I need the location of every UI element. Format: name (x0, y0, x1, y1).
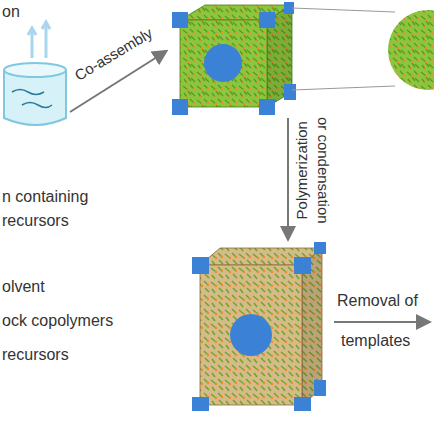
caption-fragment: recursors (2, 212, 69, 230)
legend-fragment: ock copolymers (2, 312, 113, 330)
step-label: or condensation (314, 117, 331, 224)
legend-fragment: recursors (2, 346, 69, 364)
step-label: templates (341, 332, 410, 350)
step-label: Polymerization (294, 121, 311, 219)
caption-fragment: on (2, 3, 20, 21)
step-label: Removal of (337, 292, 418, 310)
caption-fragment: n containing (2, 188, 88, 206)
step-label: Co-assembly (72, 25, 156, 84)
legend-fragment: olvent (2, 278, 45, 296)
